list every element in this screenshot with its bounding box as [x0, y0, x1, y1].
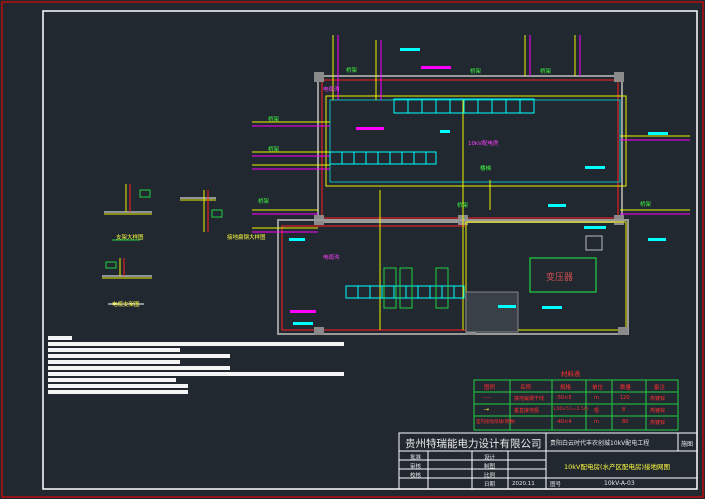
label-no: 图号: [550, 482, 562, 488]
legend-row2-symbol: →: [484, 406, 490, 413]
tray-label-3: 桥架: [540, 69, 552, 75]
legend-header-1: 名称: [520, 385, 532, 391]
legend-row2-note: 热镀锌: [650, 408, 666, 414]
support-detail-c: 电缆支架图: [112, 302, 140, 308]
label-review: 审核: [410, 464, 422, 470]
transformer-symbol: [585, 235, 603, 251]
switchgear-row-1: [329, 98, 535, 165]
label-scale: 比例: [484, 473, 496, 479]
transformer-label: 变压器: [546, 273, 574, 283]
project-name: 贵阳白云时代丰农创城10kV配电工程: [550, 440, 650, 447]
tray-label-6: 桥架: [258, 199, 270, 205]
tray-label-5: 桥架: [268, 147, 280, 153]
detail-drawings: [102, 184, 223, 305]
legend-row3-spec: -40×4: [556, 419, 572, 425]
legend-row3-name: 室内接地母线(明敷): [476, 420, 516, 425]
title-block: [398, 432, 698, 490]
tray-lines: [252, 35, 690, 330]
cable-trench-label-1: 电缆沟: [323, 87, 340, 93]
legend-row3-qty: 80: [622, 419, 629, 425]
tray-label-8: 桥架: [457, 203, 469, 209]
legend-row1-name: 接地扁钢干线: [514, 396, 545, 402]
company-name: 贵州特瑞能电力设计有限公司: [405, 438, 542, 450]
label-draw: 制图: [484, 464, 496, 470]
notes-block: [48, 336, 344, 394]
magenta-tags: [290, 66, 451, 313]
legend-header-0: 图例: [484, 385, 496, 391]
legend-header-4: 数量: [620, 385, 632, 391]
stage-label: 施图: [681, 441, 694, 448]
lower-room: [277, 219, 629, 335]
cable-trench-label-2: 电缆沟: [323, 255, 340, 261]
legend-row2-qty: 8: [622, 407, 626, 413]
support-detail-b: 接地扁钢大样图: [227, 235, 266, 241]
sheet-number: 10kV-A-03: [604, 480, 635, 487]
legend-row2-unit: 根: [594, 408, 600, 414]
switchgear-row-2: [345, 267, 465, 309]
sheet-title: 10kV配电房(水产区配电房)接地网图: [564, 463, 671, 471]
stair-label: 楼梯: [480, 166, 492, 172]
legend-header-2: 规格: [560, 385, 572, 391]
legend-row1-note: 热镀锌: [650, 396, 666, 402]
legend-row1-symbol: -----: [482, 395, 492, 401]
inner-frame: [42, 10, 698, 490]
legend-row1-unit: m: [594, 395, 599, 401]
tray-label-7: 桥架: [640, 202, 652, 208]
label-check: 校核: [410, 473, 422, 479]
support-detail-a: 支架大样图: [116, 235, 144, 241]
label-approve: 批准: [410, 455, 422, 461]
legend-title: 材料表: [561, 370, 581, 378]
tray-label-1: 桥架: [346, 68, 358, 74]
legend-header-3: 单位: [592, 385, 604, 391]
legend-row2-name: 垂直接地极: [514, 408, 540, 414]
legend-row2-spec: L50×5 L=2.5m: [554, 407, 589, 412]
legend-header-5: 备注: [654, 385, 666, 391]
cyan-tags: [289, 48, 668, 325]
drawing-date: 2020.11: [512, 481, 535, 487]
legend-row3-unit: m: [594, 419, 599, 425]
legend-row3-note: 热镀锌: [650, 420, 666, 426]
tray-label-2: 桥架: [470, 69, 482, 75]
upper-room: [314, 72, 627, 225]
tray-label-4: 桥架: [268, 117, 280, 123]
transformer-box: [529, 257, 597, 293]
legend-row1-qty: 120: [620, 395, 630, 401]
label-date: 日期: [484, 482, 496, 488]
legend-row1-spec: -50×5: [556, 395, 572, 401]
room-name-label: 10kV配电房: [468, 141, 499, 147]
label-design: 设计: [484, 455, 496, 461]
legend-table: [473, 379, 679, 431]
